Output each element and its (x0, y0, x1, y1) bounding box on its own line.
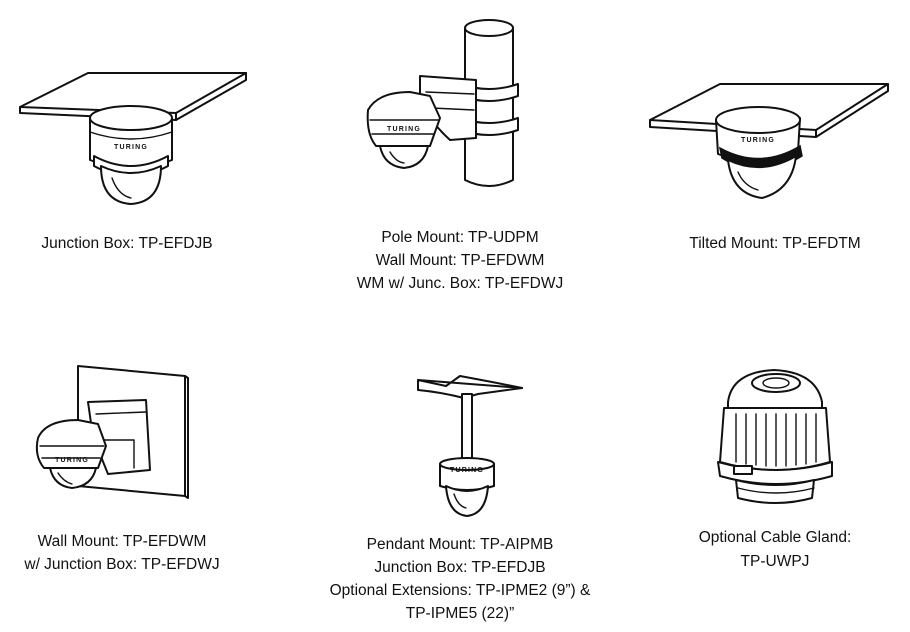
junction-box-caption: Junction Box: TP-EFDJB (0, 232, 254, 255)
caption-line: Wall Mount: TP-EFDWM (375, 252, 545, 269)
accessory-wall-mount: TURING Wall Mount: TP-EFDWM w/ Junction … (0, 320, 260, 620)
pendant-mount-icon: TURING (417, 375, 523, 517)
pole-mount-caption: Pole Mount: TP-UDPM Wall Mount: TP-EFDWM… (300, 226, 620, 295)
caption-line: w/ Junction Box: TP-EFDWJ (24, 556, 220, 573)
caption-line: Junction Box: TP-EFDJB (374, 559, 546, 576)
pole-mount-icon: TURING (366, 19, 519, 187)
caption-line: TP-IPME5 (22)” (405, 605, 515, 622)
cable-gland-caption: Optional Cable Gland: TP-UWPJ (640, 526, 910, 574)
caption-line: Optional Extensions: TP-IPME2 (9”) & (329, 582, 591, 599)
brand-label: TURING (387, 126, 421, 133)
accessory-cable-gland: Optional Cable Gland: TP-UWPJ (640, 320, 910, 620)
brand-label: TURING (741, 137, 775, 144)
wall-mount-icon: TURING (35, 365, 189, 499)
accessory-junction-box: TURING Junction Box: TP-EFDJB (0, 0, 260, 300)
caption-line: Pendant Mount: TP-AIPMB (366, 536, 554, 553)
brand-label: TURING (114, 144, 148, 151)
junction-box-mount-icon: TURING (19, 72, 247, 205)
cable-gland-icon (717, 369, 833, 504)
caption-line: Pole Mount: TP-UDPM (381, 229, 539, 246)
accessory-pendant-mount: TURING Pendant Mount: TP-AIPMB Junction … (300, 320, 620, 622)
caption-line: Tilted Mount: TP-EFDTM (689, 235, 861, 252)
caption-line: TP-UWPJ (740, 553, 810, 570)
brand-label: TURING (450, 467, 484, 474)
wall-mount-caption: Wall Mount: TP-EFDWM w/ Junction Box: TP… (0, 530, 244, 576)
tilted-mount-caption: Tilted Mount: TP-EFDTM (640, 232, 910, 255)
brand-label: TURING (55, 457, 89, 464)
caption-line: Wall Mount: TP-EFDWM (37, 533, 207, 550)
pendant-mount-caption: Pendant Mount: TP-AIPMB Junction Box: TP… (300, 533, 620, 625)
accessory-tilted-mount: TURING Tilted Mount: TP-EFDTM (640, 0, 910, 300)
caption-line: Junction Box: TP-EFDJB (41, 235, 213, 252)
caption-line: Optional Cable Gland: (698, 529, 852, 546)
accessory-pole-mount: TURING Pole Mount: TP-UDPM Wall Mount: T… (300, 0, 620, 300)
caption-line: WM w/ Junc. Box: TP-EFDWJ (356, 275, 564, 292)
tilted-mount-icon: TURING (649, 83, 889, 199)
